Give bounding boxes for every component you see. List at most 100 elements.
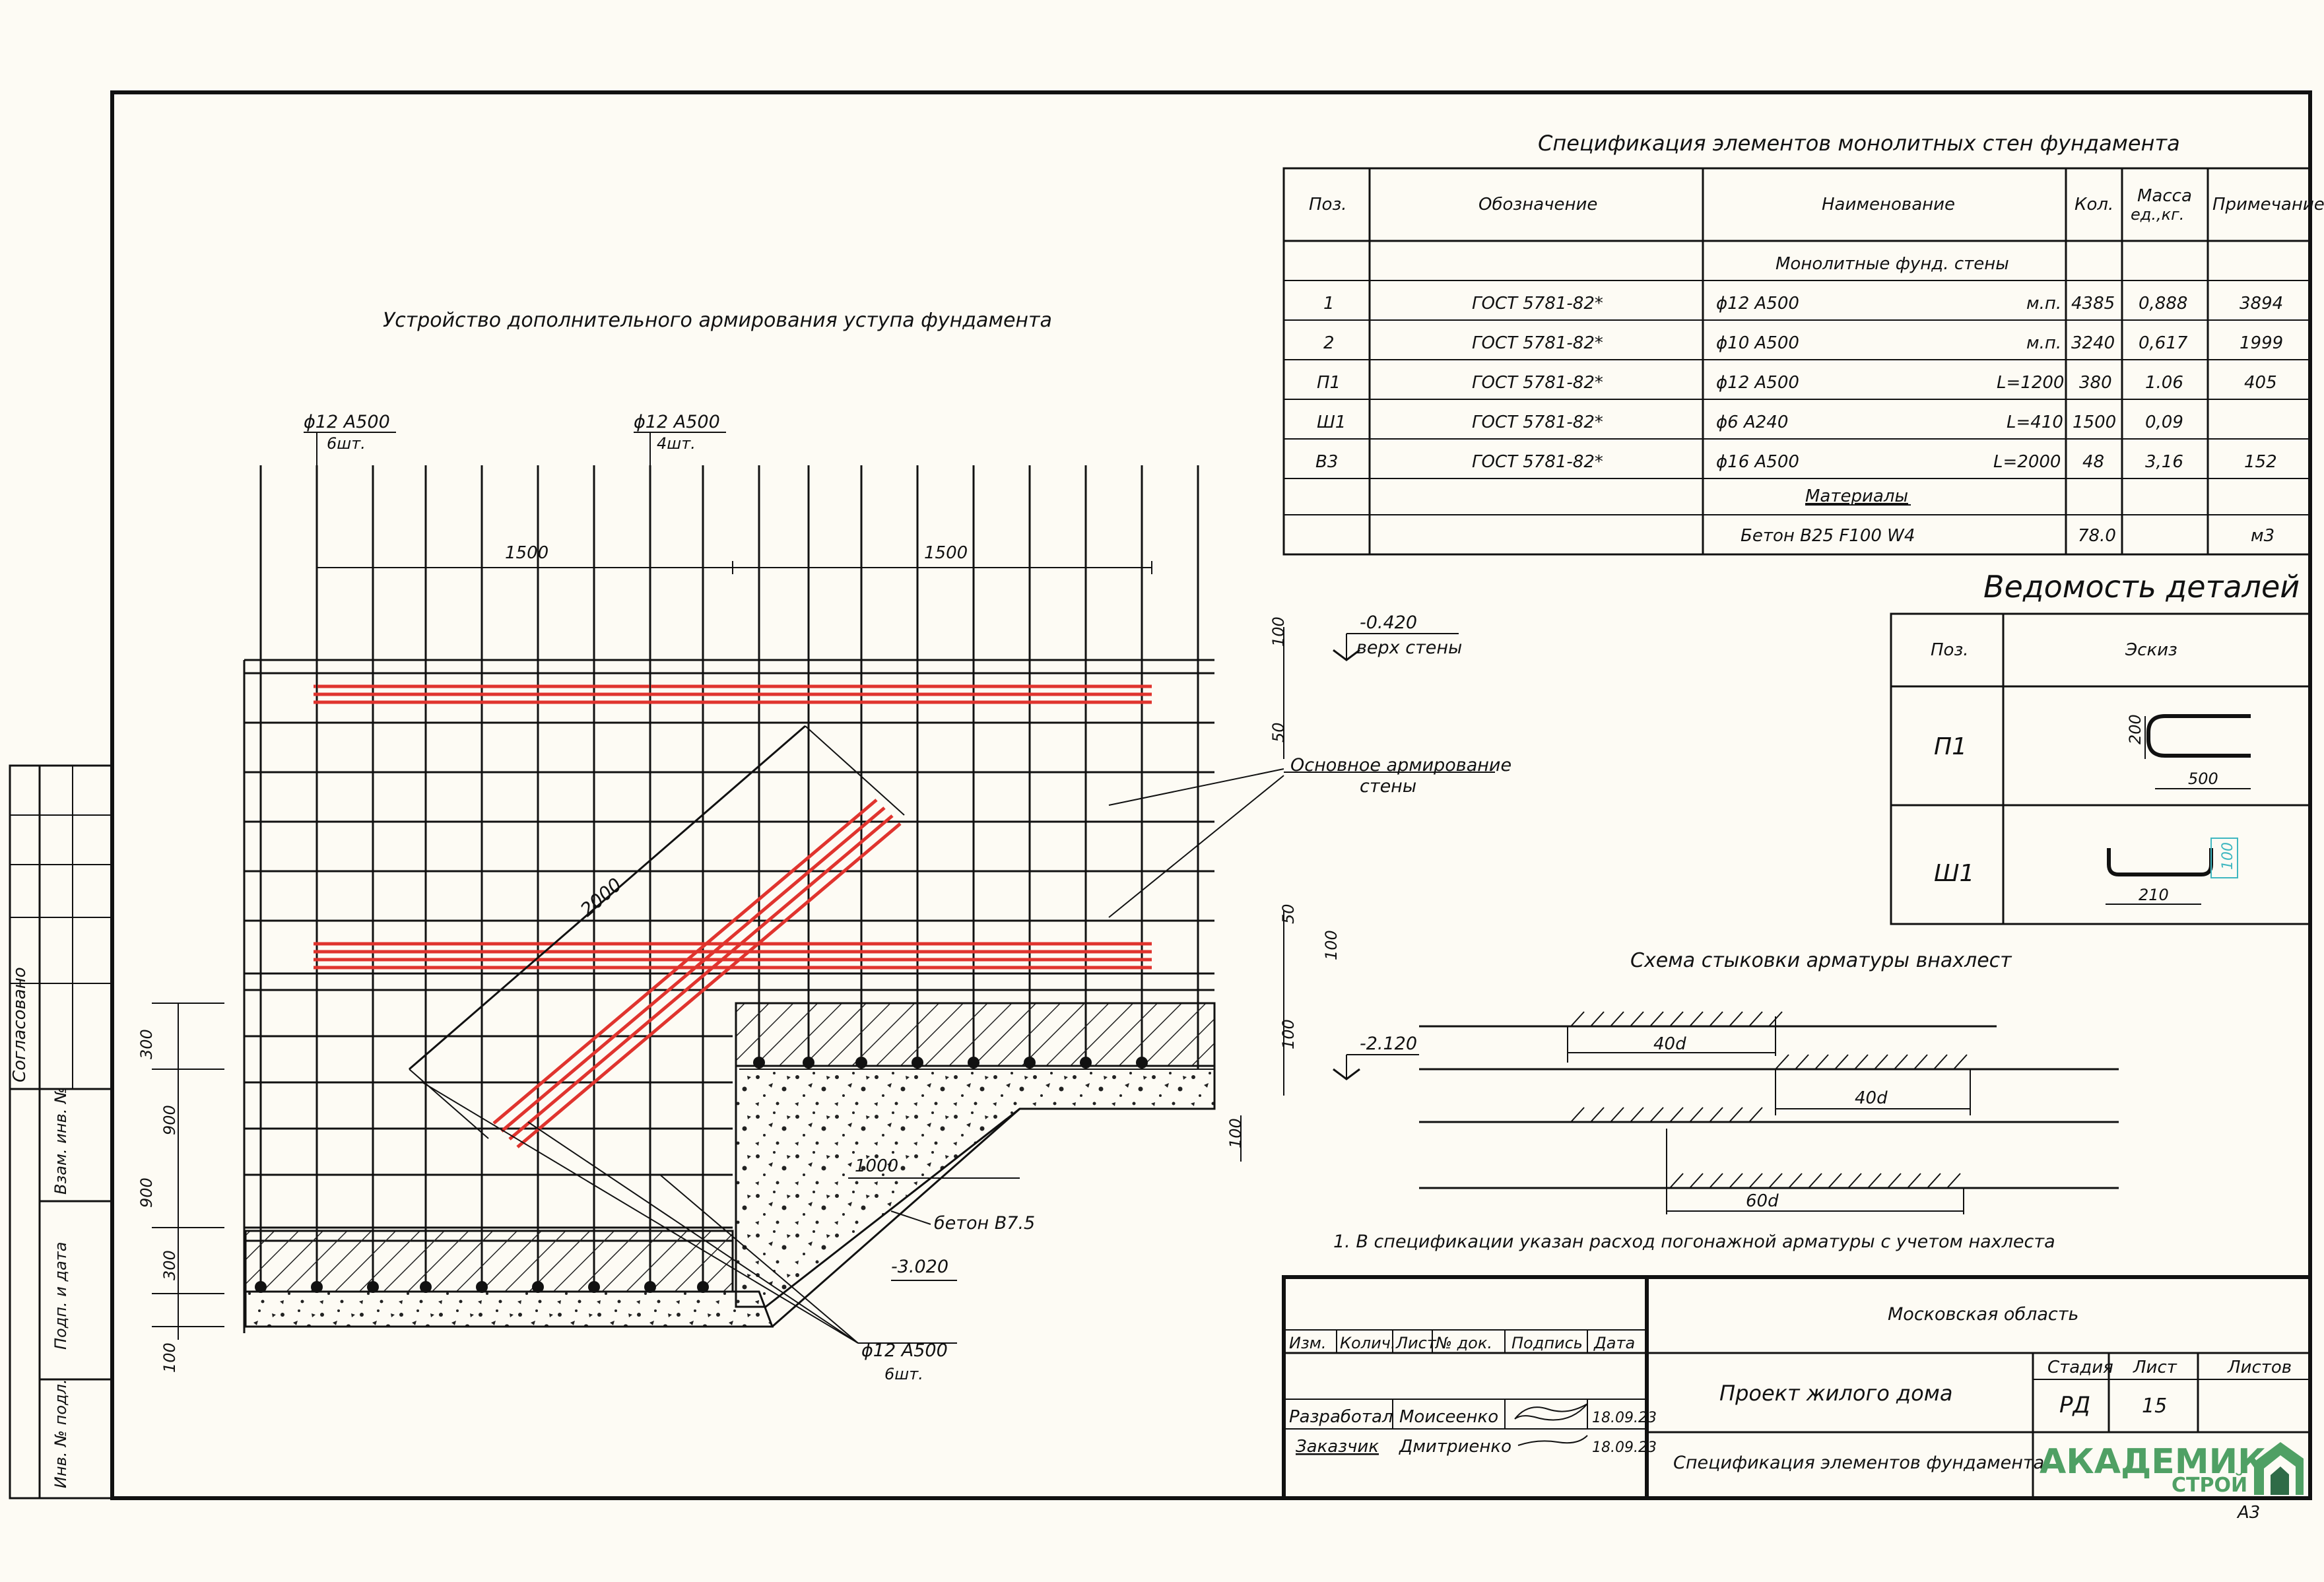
tb-developed-date: 18.09.23 (1592, 1410, 1657, 1426)
dim-100-top: 100 (1269, 616, 1288, 647)
right-dimensions: 100 50 50 100 100 100 (1226, 616, 1341, 1162)
svg-text:ГОСТ 5781-82*: ГОСТ 5781-82* (1472, 452, 1603, 472)
svg-text:ГОСТ 5781-82*: ГОСТ 5781-82* (1472, 412, 1603, 432)
svg-text:ϕ12 А500: ϕ12 А500 (1716, 294, 1799, 313)
svg-text:1.06: 1.06 (2145, 373, 2183, 393)
dim-900-l1: 900 (160, 1105, 179, 1135)
details-header-pos: Поз. (1931, 640, 1969, 660)
svg-text:П1: П1 (1317, 373, 1341, 393)
dim-1500-b: 1500 (924, 543, 968, 563)
splice-lap-2: 40d (1855, 1088, 1888, 1108)
spec-header-designation: Обозначение (1478, 195, 1597, 214)
tb-stage: РД (2059, 1392, 2090, 1418)
tb-h-date: Дата (1593, 1334, 1635, 1352)
spec-header-mass-1: Масса (2137, 186, 2192, 206)
svg-text:L=410: L=410 (2007, 412, 2063, 432)
svg-text:ГОСТ 5781-82*: ГОСТ 5781-82* (1472, 294, 1603, 313)
tb-customer-date: 18.09.23 (1592, 1439, 1657, 1456)
svg-text:1999: 1999 (2240, 333, 2283, 353)
svg-text:152: 152 (2244, 452, 2277, 472)
spec-row: В3 ГОСТ 5781-82* ϕ16 А500 L=2000 48 3,16… (1315, 452, 2277, 472)
sign-date-label: Подп. и дата (51, 1242, 70, 1350)
concrete-label: бетон B7.5 (934, 1213, 1035, 1234)
tb-h-count: Колич. (1340, 1334, 1395, 1352)
title-block: Московская область Изм. Колич. Лист № до… (1282, 1275, 2312, 1500)
svg-text:L=2000: L=2000 (1993, 452, 2061, 472)
tb-developed-role: Разработал (1289, 1407, 1393, 1427)
spec-header-mass-2: ед.,кг. (2131, 205, 2184, 224)
tb-developed-name: Моисеенко (1399, 1407, 1498, 1427)
svg-text:ϕ16 А500: ϕ16 А500 (1716, 452, 1799, 472)
level-marks: -0.420 верх стены -2.120 -3.020 бетон B7… (890, 612, 1462, 1281)
left-dimensions: 300 900 900 300 100 1000 (137, 1003, 1020, 1373)
svg-text:0,09: 0,09 (2145, 412, 2183, 432)
dim-50-top: 50 (1269, 722, 1288, 742)
dim-100-mid: 100 (1322, 930, 1341, 960)
svg-text:380: 380 (2079, 373, 2112, 393)
svg-text:1: 1 (1323, 294, 1335, 313)
level-mid-value: -2.120 (1360, 1034, 1417, 1054)
signature-icon (1514, 1403, 1588, 1421)
dim-2000: 2000 (576, 874, 626, 921)
dim-300-l1: 300 (137, 1029, 156, 1059)
svg-text:48: 48 (2082, 452, 2104, 472)
dim-1500-a: 1500 (505, 543, 548, 563)
svg-text:2: 2 (1323, 333, 1335, 353)
bottom-leaders (422, 768, 1495, 1344)
level-top-label: верх стены (1356, 638, 1462, 658)
dim-300-l2: 300 (160, 1250, 179, 1280)
svg-text:3,16: 3,16 (2145, 452, 2183, 472)
spec-row: П1 ГОСТ 5781-82* ϕ12 А500 L=1200 380 1.0… (1317, 373, 2277, 393)
inv-replace-label: Взам. инв. № (51, 1087, 70, 1195)
spec-header-name: Наименование (1822, 195, 1955, 214)
svg-text:В3: В3 (1315, 452, 1338, 472)
main-reinf-label-1: Основное армирование (1290, 755, 1511, 775)
sketch-sh1: 210 100 (2106, 838, 2238, 905)
svg-text:ГОСТ 5781-82*: ГОСТ 5781-82* (1472, 373, 1603, 393)
svg-text:ГОСТ 5781-82*: ГОСТ 5781-82* (1472, 333, 1603, 353)
spec-section-1: Монолитные фунд. стены (1776, 254, 2009, 274)
dim-900-l2: 900 (137, 1177, 156, 1208)
svg-text:ϕ12 А500: ϕ12 А500 (1716, 373, 1799, 393)
svg-text:Ш1: Ш1 (1317, 412, 1346, 432)
bar-callout-top-left: ϕ12 А500 (304, 412, 390, 432)
splice-title: Схема стыковки арматуры внахлест (1630, 949, 2012, 972)
splice-lap-3: 60d (1746, 1191, 1779, 1211)
details-title: Ведомость деталей (1983, 569, 2300, 605)
tb-sheet-title: Спецификация элементов фундамента (1673, 1453, 2044, 1473)
spec-table: Спецификация элементов монолитных стен ф… (1282, 131, 2324, 556)
spec-header-pos: Поз. (1309, 195, 1347, 214)
dim-1000: 1000 (855, 1156, 898, 1176)
spec-section-2: Материалы (1805, 486, 1908, 506)
spec-table-title: Спецификация элементов монолитных стен ф… (1538, 131, 2180, 156)
tb-customer-name: Дмитриенко (1399, 1437, 1511, 1457)
tb-stage-label: Стадия (2047, 1358, 2113, 1377)
longitudinal-bar-dots (255, 1057, 1148, 1293)
material-unit: м3 (2251, 526, 2274, 546)
logo-top: АКАДЕМИК (2040, 1442, 2266, 1482)
svg-text:ϕ6 А240: ϕ6 А240 (1716, 412, 1788, 432)
spec-note: 1. В спецификации указан расход погонажн… (1333, 1232, 2055, 1252)
vertical-rebar-grid (259, 465, 1199, 1287)
svg-text:100: 100 (2220, 842, 2236, 870)
signature-icon (1517, 1435, 1588, 1446)
svg-text:210: 210 (2139, 886, 2169, 904)
svg-text:ϕ10 А500: ϕ10 А500 (1716, 333, 1799, 353)
tb-sheets-label: Листов (2227, 1358, 2292, 1377)
material-qty: 78.0 (2078, 526, 2116, 546)
svg-text:м.п.: м.п. (2026, 333, 2061, 353)
qty-callout-bottom: 6шт. (884, 1365, 923, 1383)
sketch-p1: 500 200 (2126, 714, 2251, 789)
svg-text:3894: 3894 (2240, 294, 2283, 313)
spec-header-qty: Кол. (2075, 195, 2113, 214)
agreed-label: Согласовано (10, 967, 30, 1082)
svg-text:200: 200 (2126, 714, 2144, 744)
qty-callout-top-mid: 4шт. (657, 434, 696, 453)
tb-h-sign: Подпись (1511, 1334, 1583, 1352)
svg-text:1500: 1500 (2073, 412, 2116, 432)
main-reinf-label-2: стены (1360, 776, 1416, 797)
svg-text:4385: 4385 (2071, 294, 2115, 313)
svg-text:3240: 3240 (2071, 333, 2115, 353)
foundation-step (244, 1002, 1216, 1328)
